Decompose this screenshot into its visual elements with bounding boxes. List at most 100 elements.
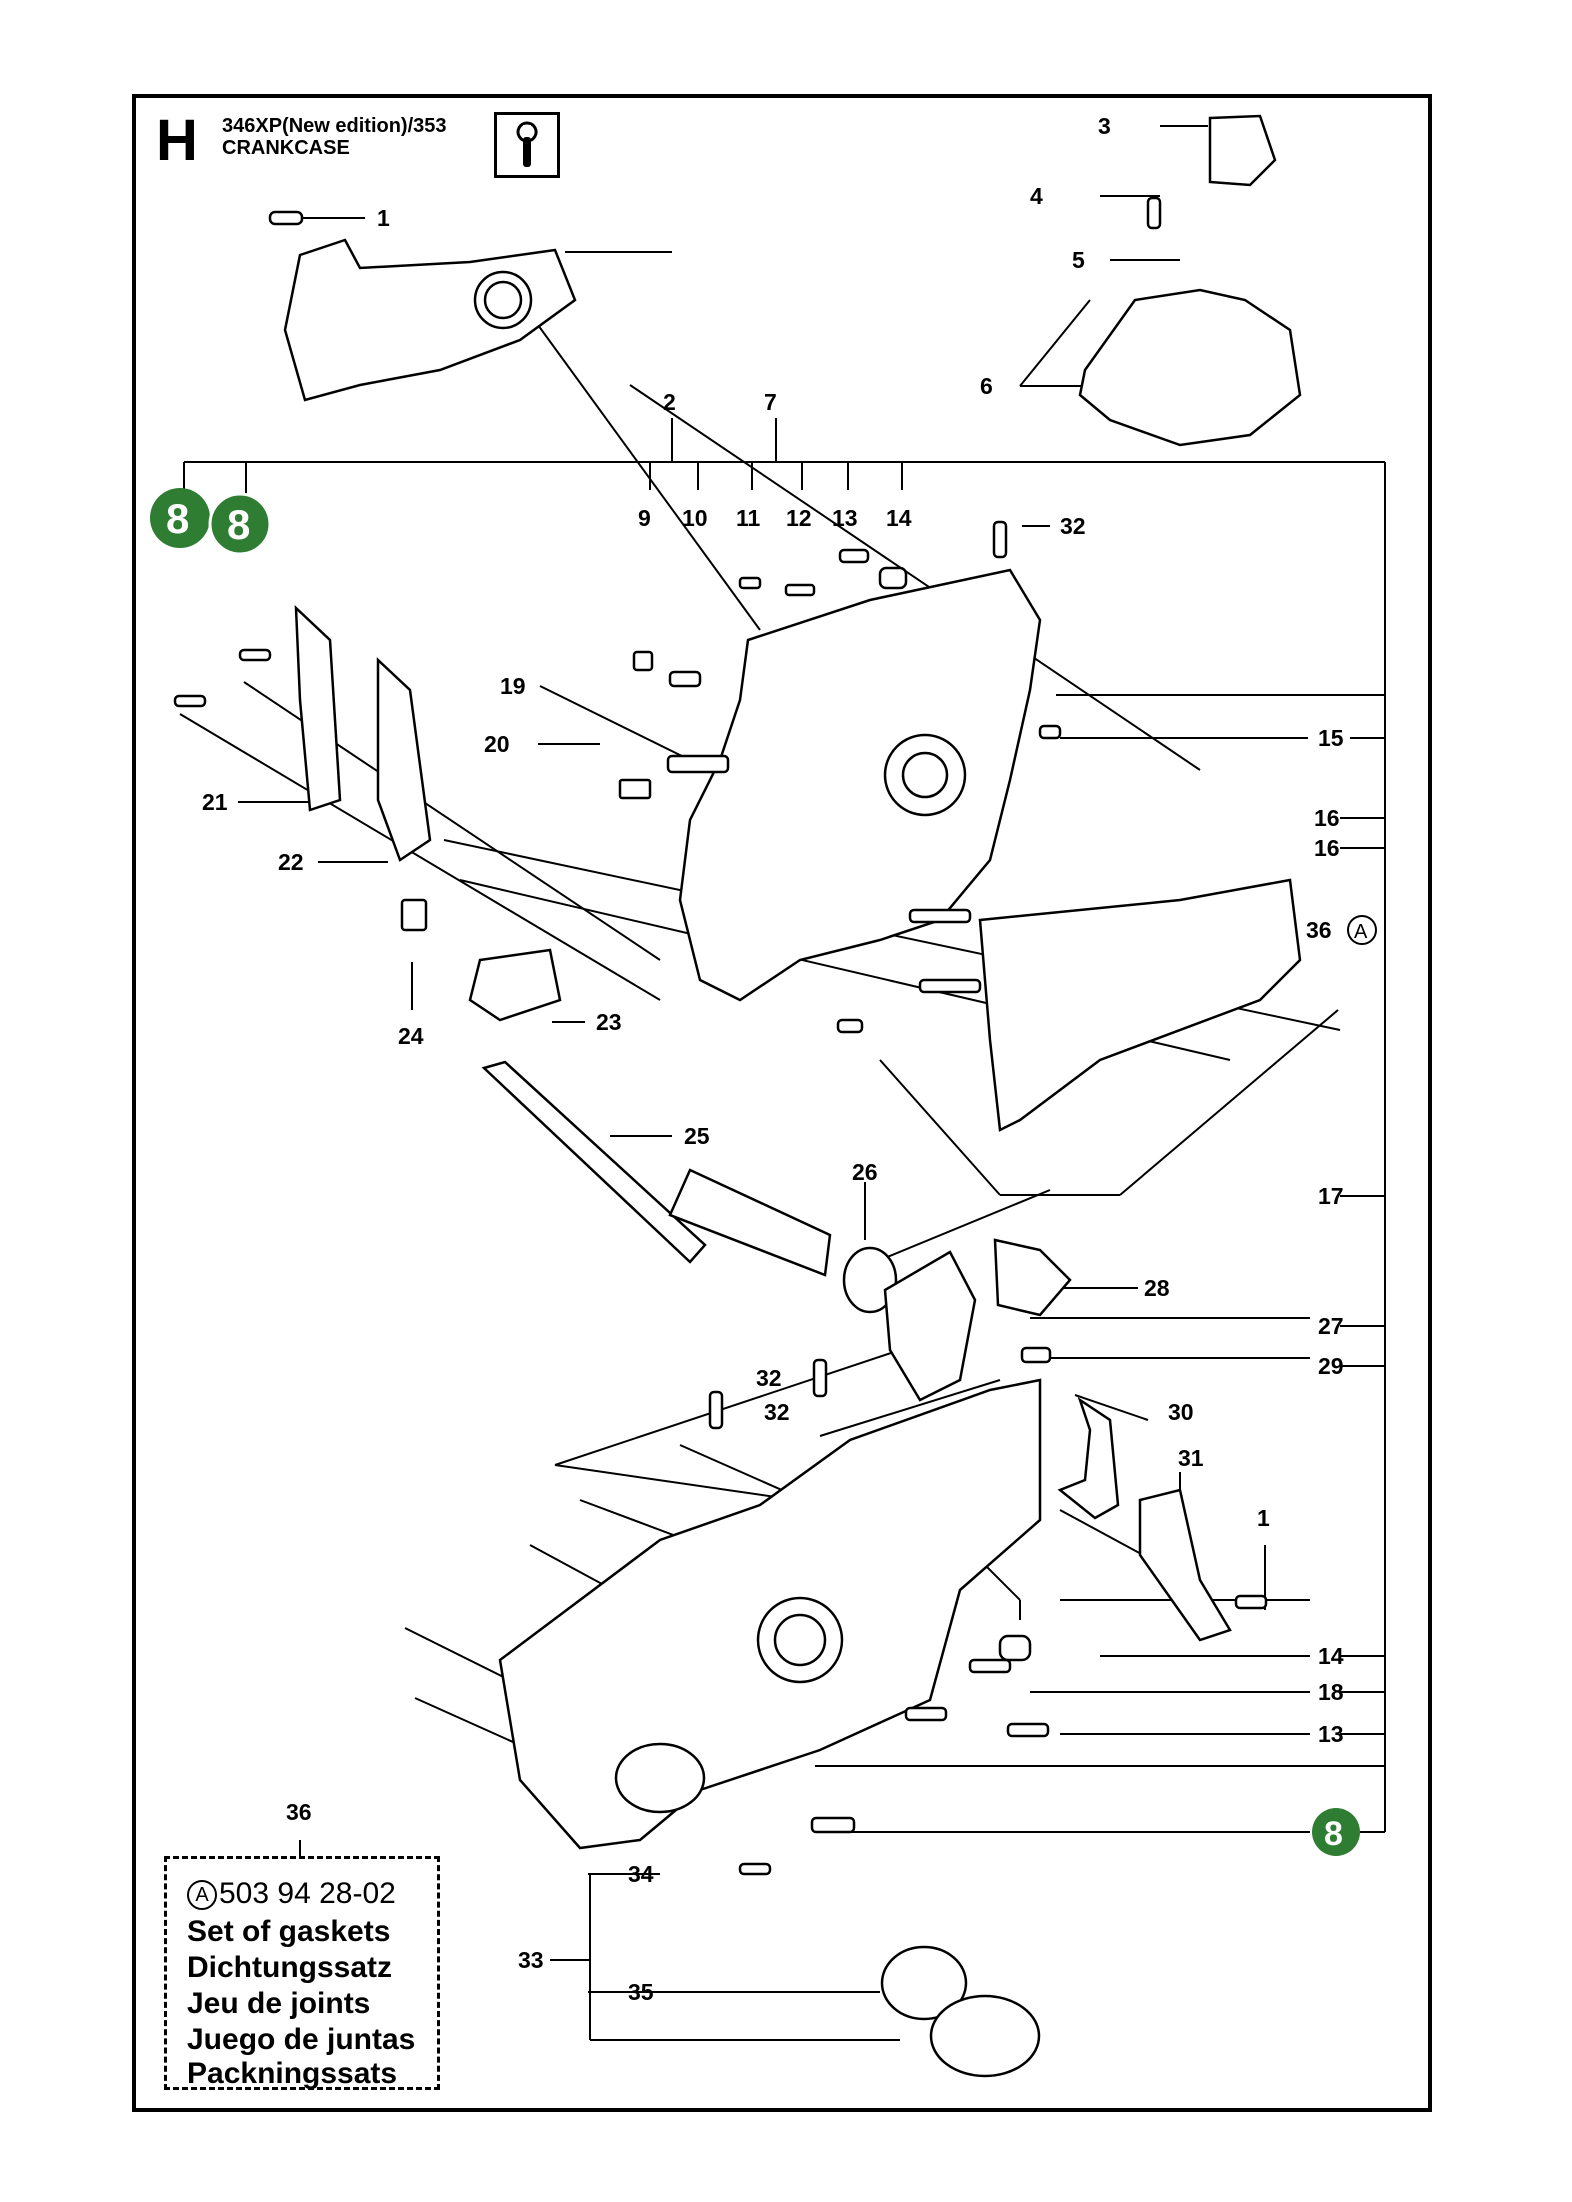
cable-guide [1057,1396,1120,1520]
callout-35: 35 [628,1979,654,2005]
callout-31: 31 [1178,1445,1204,1471]
drive-gear [842,1246,898,1314]
circle-marker: A [187,1880,217,1911]
screw [1020,1346,1052,1364]
pin [1038,724,1062,740]
callout-28: 28 [1144,1275,1170,1301]
callout-3: 3 [1098,113,1111,139]
screw [708,1390,724,1430]
callout-20: 20 [484,731,510,757]
callout-17: 17 [1318,1183,1344,1209]
callout-32: 32 [1060,513,1086,539]
callout-30: 30 [1168,1399,1194,1425]
callout-21: 21 [202,789,228,815]
screw [668,670,702,688]
circle-marker-letter: A [1354,921,1368,943]
gasket-name-sv: Packningssats [187,2057,398,2090]
screw [1234,1594,1268,1610]
cooling-duct [614,1742,706,1814]
callout-23: 23 [596,1009,622,1035]
callout-29: 29 [1318,1353,1344,1379]
callout-13: 13 [832,505,858,531]
screw [268,210,304,226]
screw [908,908,972,924]
callout-36: 36 [1306,917,1332,943]
callout-10: 10 [682,505,708,531]
gasket-name-fr: Jeu de joints [187,1987,371,2020]
diagram-frame [132,94,1432,2112]
filter-element [1208,114,1277,187]
screw [173,694,207,708]
callout-18: 18 [1318,1679,1344,1705]
callout-7: 7 [764,389,777,415]
reference-badge-number: 8 [1324,1815,1343,1853]
chain-tensioner [468,948,562,1022]
pad [618,778,652,800]
screw [810,1816,856,1834]
callout-22: 22 [278,849,304,875]
callout-1: 1 [1257,1505,1270,1531]
clip [400,898,428,932]
screw [812,1358,828,1398]
callout-27: 27 [1318,1313,1344,1339]
screw [1146,196,1162,230]
parts-outlines [173,114,1302,2078]
reference-badge [208,492,272,556]
oil-pump-body [883,1250,977,1402]
callout-25: 25 [684,1123,710,1149]
callout-32: 32 [756,1365,782,1391]
callout-16: 16 [1314,835,1340,861]
reference-badge-number: 8 [166,495,189,542]
callout-16: 16 [1314,805,1340,831]
gasket [978,878,1302,1132]
callout-32: 32 [764,1399,790,1425]
callout-4: 4 [1030,183,1043,209]
side-plate [294,604,342,812]
reference-badge [150,488,210,548]
screw [992,520,1008,559]
nut [632,650,654,672]
chain-catcher-plate [376,657,432,862]
callout-6: 6 [980,373,993,399]
callout-11: 11 [736,505,761,531]
screw [784,583,816,597]
gasket-name-en: Set of gaskets [187,1915,391,1948]
pin [836,1018,864,1034]
chain-guard [1138,1488,1232,1642]
chain-guide-plate [283,238,577,402]
callout-13: 13 [1318,1721,1344,1747]
callout-26: 26 [852,1159,878,1185]
gasket-name-es: Juego de juntas [187,2023,416,2056]
screw [238,648,272,662]
callout-36: 36 [286,1799,312,1825]
gasket-part-number: 503 94 28-02 [219,1877,396,1910]
section-letter: H [156,108,198,173]
callout-33: 33 [518,1947,544,1973]
tool-box [494,112,560,178]
screw [1006,1722,1050,1738]
spring [666,754,730,774]
circle-marker [1347,915,1377,945]
screw [838,548,870,564]
decompression-valve [993,1238,1072,1317]
callout-15: 15 [1318,725,1344,751]
screw [998,1634,1032,1662]
model-title: 346XP(New edition)/353 [222,115,447,137]
screw [738,576,762,590]
wrench-icon [516,121,538,167]
screw [878,566,908,590]
crankcase-upper-half [678,568,1042,1002]
oil-pump-worm [668,1168,832,1277]
tank-cap [929,1994,1041,2078]
screw [904,1706,948,1722]
callout-5: 5 [1072,247,1085,273]
callout-9: 9 [638,505,651,531]
tank-cap-gasket [880,1945,968,2021]
air-filter-base [1078,288,1302,447]
oil-pump-shaft [481,1060,707,1264]
callout-24: 24 [398,1023,424,1049]
callout-34: 34 [628,1861,654,1887]
callout-2: 2 [663,389,676,415]
